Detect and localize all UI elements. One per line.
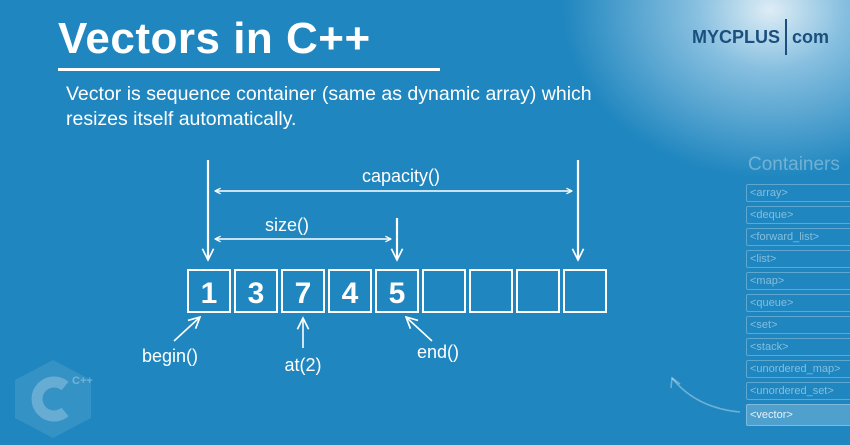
container-item[interactable]: <forward_list> — [746, 228, 850, 246]
vector-cell-value: 7 — [295, 277, 312, 310]
at-label: at(2) — [284, 355, 321, 375]
cpp-logo-text: C++ — [72, 375, 93, 387]
container-item[interactable]: <set> — [746, 316, 850, 334]
container-item[interactable]: <queue> — [746, 294, 850, 312]
site-logo[interactable]: MYCPLUS com — [692, 18, 829, 56]
vector-cell-value: 1 — [201, 277, 218, 310]
vector-cell-value: 5 — [389, 277, 406, 310]
capacity-label: capacity() — [362, 166, 440, 186]
cpp-logo-icon: C++ — [15, 360, 93, 438]
begin-label: begin() — [142, 346, 198, 366]
end-arrow — [406, 317, 433, 342]
vector-cell — [281, 269, 325, 313]
vector-cell — [422, 269, 466, 313]
page-title: Vectors in C++ — [58, 14, 371, 63]
logo-divider — [785, 19, 788, 55]
vector-cell — [187, 269, 231, 313]
sidebar-pointer-arrow — [671, 377, 741, 413]
size-label: size() — [265, 215, 309, 235]
sidebar-pointer-arrowhead — [670, 376, 681, 389]
containers-title: Containers — [748, 154, 840, 175]
container-item[interactable]: <list> — [746, 250, 850, 268]
vector-cell — [328, 269, 372, 313]
container-item[interactable]: <stack> — [746, 338, 850, 356]
containers-list: <array> <deque> <forward_list> <list> <map> <… — [746, 184, 850, 430]
end-label: end() — [417, 342, 459, 362]
page-subtitle: Vector is sequence container (same as dy… — [66, 83, 592, 130]
vector-cell-value: 3 — [248, 277, 265, 310]
title-underline — [58, 68, 440, 71]
begin-arrow — [173, 317, 200, 342]
vector-cell-value: 4 — [342, 277, 359, 310]
vector-cell — [234, 269, 278, 313]
vector-cell — [469, 269, 513, 313]
container-item[interactable]: <vector> — [746, 404, 850, 426]
container-item[interactable]: <deque> — [746, 206, 850, 224]
logo-domain: com — [792, 26, 830, 47]
container-item[interactable]: <map> — [746, 272, 850, 290]
logo-brand: MYCPLUS — [692, 26, 781, 47]
vector-cell — [375, 269, 419, 313]
vector-cell — [563, 269, 607, 313]
container-item[interactable]: <unordered_map> — [746, 360, 850, 378]
container-item[interactable]: <array> — [746, 184, 850, 202]
container-item[interactable]: <unordered_set> — [746, 382, 850, 400]
vector-cell — [516, 269, 560, 313]
